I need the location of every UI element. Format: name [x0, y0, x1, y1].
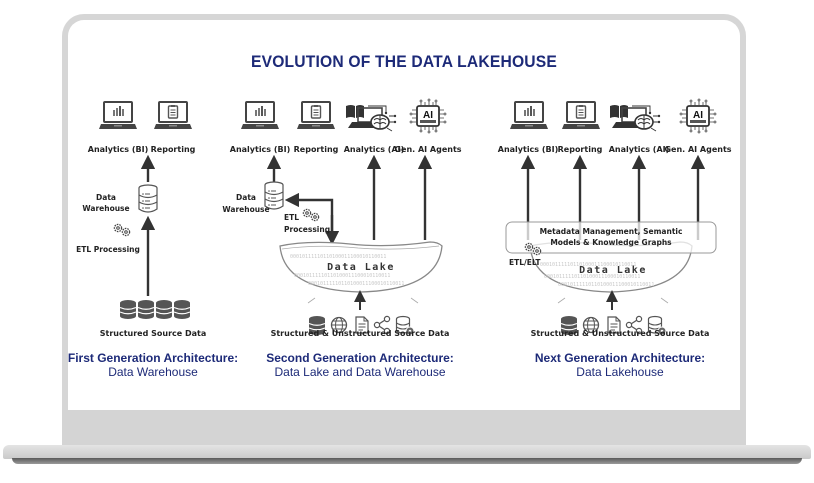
panel-next-generation: Analytics (BI) Reporting Analytics (AI) … — [498, 98, 732, 379]
laptop-chart-icon — [98, 101, 138, 130]
data-warehouse-icon — [138, 184, 158, 213]
consumer-label: Analytics (AI) — [344, 145, 405, 154]
binary-pattern: 00010111110110100011100010110011 — [308, 281, 404, 287]
consumer-label: Gen. AI Agents — [664, 145, 731, 154]
laptop-clipboard-icon — [561, 101, 601, 130]
database-icon — [155, 299, 173, 320]
ai-brain-icon — [345, 104, 398, 132]
consumer-label: Analytics (BI) — [88, 145, 148, 154]
data-lake-label: Data Lake — [327, 262, 395, 273]
inflow-mark — [660, 297, 669, 304]
generation-subtitle: Data Lake and Data Warehouse — [275, 365, 446, 379]
panel-second-generation: Analytics (BI) Reporting Analytics (AI) … — [222, 98, 462, 379]
process-label: ETL Processing — [76, 245, 140, 254]
inflow-mark — [557, 297, 566, 304]
binary-pattern: 00010111110110100011100010110011 — [294, 273, 390, 279]
generation-title: First Generation Architecture: — [68, 351, 238, 365]
laptop-base — [3, 445, 811, 459]
laptop-screen: EVOLUTION OF THE DATA LAKEHOUSE — [68, 20, 740, 410]
storage-label: Warehouse — [222, 205, 269, 214]
generation-subtitle: Data Warehouse — [108, 365, 198, 379]
laptop-chart-icon — [509, 101, 549, 130]
laptop-clipboard-icon — [153, 101, 193, 130]
ai-brain-icon — [609, 104, 662, 132]
sources-label: Structured & Unstructured Source Data — [271, 329, 450, 338]
generation-title: Next Generation Architecture: — [535, 351, 705, 365]
laptop-chin — [62, 410, 746, 446]
metadata-layer-box — [505, 221, 717, 254]
consumer-label: Reporting — [294, 145, 339, 154]
process-label: ETL/ELT — [509, 258, 541, 267]
database-icon — [137, 299, 155, 320]
data-lake-bowl: 00010111110110100011100010110011 0001011… — [279, 241, 443, 293]
consumer-label: Analytics (BI) — [230, 145, 290, 154]
laptop-clipboard-icon — [296, 101, 336, 130]
ai-chip-icon — [409, 98, 447, 134]
consumer-label: Gen. AI Agents — [394, 145, 461, 154]
sources-label: Structured Source Data — [100, 329, 206, 338]
inflow-mark — [410, 297, 419, 304]
binary-pattern: 00010111110110100011100010110011 — [558, 282, 654, 288]
inflow-mark — [307, 297, 316, 304]
laptop-base-lip — [12, 458, 802, 464]
storage-label: Data — [96, 193, 116, 202]
metadata-label: Models & Knowledge Graphs — [550, 238, 672, 247]
metadata-label: Metadata Management, Semantic — [540, 227, 683, 236]
data-lake-label: Data Lake — [579, 265, 647, 276]
sources-label: Structured & Unstructured Source Data — [531, 329, 710, 338]
generation-subtitle: Data Lakehouse — [576, 365, 664, 379]
consumer-label: Reporting — [558, 145, 603, 154]
diagram-title: EVOLUTION OF THE DATA LAKEHOUSE — [250, 52, 558, 71]
architecture-diagram: AI — [68, 98, 732, 379]
process-label: ETL — [284, 213, 299, 222]
storage-label: Data — [236, 193, 256, 202]
data-lake-bowl: 00010111110110100011100010110011 0001011… — [529, 241, 693, 293]
binary-pattern: 00010111110110100011100010110011 — [290, 254, 386, 260]
database-icon — [119, 299, 137, 320]
process-label: Processing — [284, 225, 330, 234]
consumer-label: Analytics (AI) — [609, 145, 670, 154]
gears-icon — [113, 223, 131, 237]
laptop-chart-icon — [240, 101, 280, 130]
ai-chip-icon — [679, 98, 717, 134]
database-icon — [173, 299, 191, 320]
binary-pattern: 00010111110110100011100010110011 — [540, 262, 636, 268]
consumer-label: Reporting — [151, 145, 196, 154]
consumer-label: Analytics (BI) — [498, 145, 558, 154]
gears-icon — [302, 208, 320, 222]
binary-pattern: 00010111110110100011100010110011 — [544, 274, 640, 280]
storage-label: Warehouse — [82, 204, 129, 213]
panel-first-generation: Analytics (BI) Reporting Data Warehouse … — [68, 101, 238, 379]
generation-title: Second Generation Architecture: — [266, 351, 454, 365]
